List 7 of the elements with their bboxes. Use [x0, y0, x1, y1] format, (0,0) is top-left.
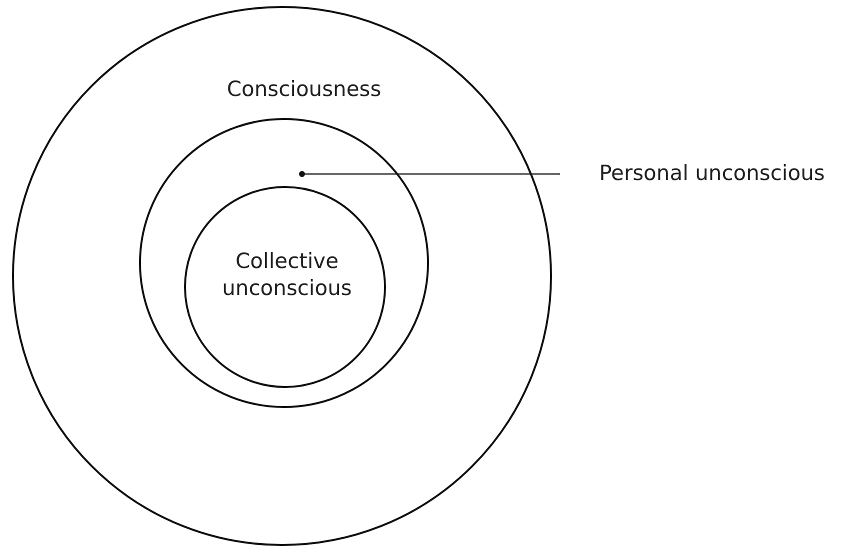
ring-circle	[184, 186, 386, 388]
leader-line	[299, 171, 560, 177]
label-text: Collective unconscious	[221, 248, 353, 302]
label-text: Consciousness	[226, 76, 382, 103]
ring-circle	[139, 118, 429, 408]
label-text: Personal unconscious	[598, 160, 826, 187]
ring-circle	[12, 6, 552, 546]
